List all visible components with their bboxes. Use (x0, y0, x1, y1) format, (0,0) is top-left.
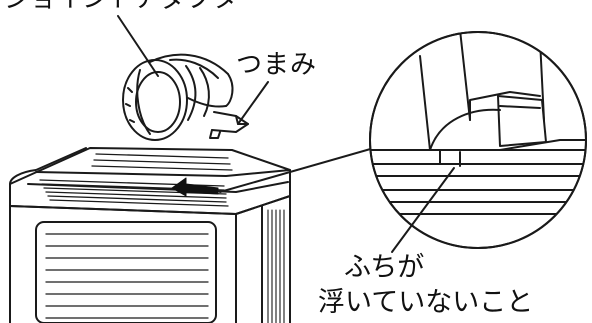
note-line-2: 浮いていないこと (318, 287, 534, 318)
knob-label: つまみ (236, 50, 318, 80)
zoom-detail (369, 31, 587, 249)
device-body (9, 147, 291, 323)
joint-adapter (122, 53, 249, 141)
adapter-leader-line (117, 15, 159, 77)
knob-leader-line (237, 81, 269, 125)
note-leader-line (391, 167, 455, 253)
note-line-1: ふちが (344, 252, 425, 283)
adapter-label: ジョイントアダプター (4, 0, 264, 12)
